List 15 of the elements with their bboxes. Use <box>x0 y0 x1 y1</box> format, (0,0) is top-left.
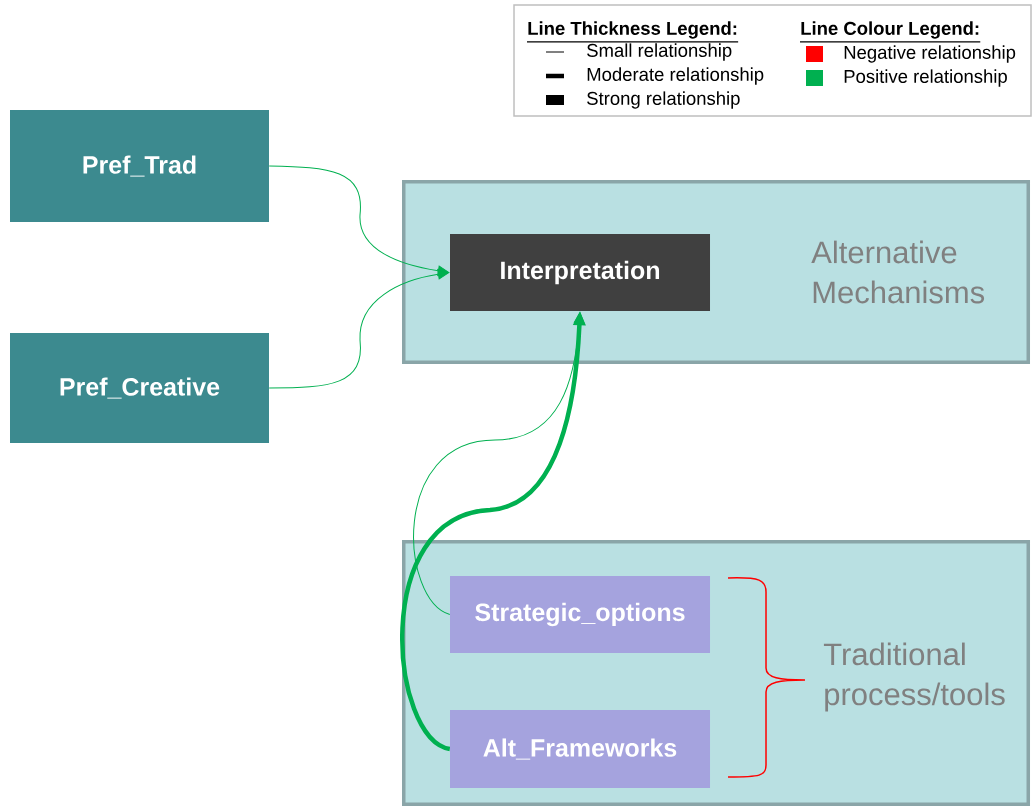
tool-box: Alt_Frameworks <box>450 710 710 788</box>
legend-text: Strong relationship <box>587 91 740 109</box>
legend-text: Negative relationship <box>844 45 1016 63</box>
legend-text: Small relationship <box>587 43 732 61</box>
legend-text: Positive relationship <box>844 69 1007 87</box>
factor-box: Pref_Creative <box>10 333 269 443</box>
legend-text: Moderate relationship <box>587 67 764 85</box>
legend-heading: Line Thickness Legend: <box>526 21 739 43</box>
panel-heading: Alternative Mechanisms <box>811 240 985 304</box>
factor-box: Pref_Trad <box>10 110 269 222</box>
panel-heading: Traditional process/tools <box>823 642 1005 712</box>
mechanism-box: Interpretation <box>450 234 710 311</box>
arrow <box>268 268 450 389</box>
legend-heading: Line Colour Legend: <box>799 21 981 43</box>
tool-box: Strategic_options <box>450 576 710 653</box>
